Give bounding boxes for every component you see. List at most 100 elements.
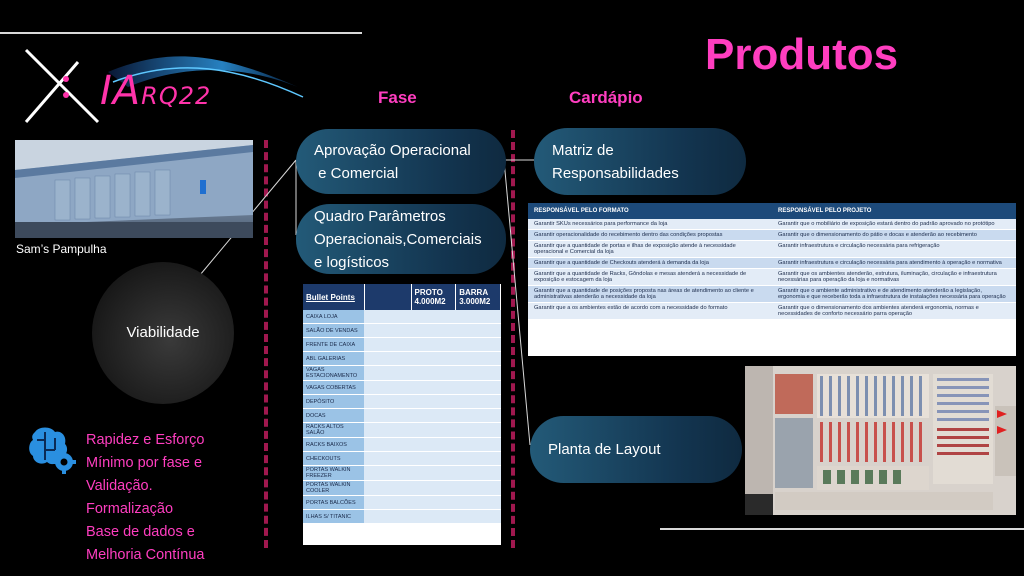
table-row: CHECKOUTS xyxy=(303,451,501,466)
format-responsibility-cell: Garantir operacionalidade do recebimento… xyxy=(528,229,772,241)
project-responsibility-cell: Garantir infraestrutura e circulação nec… xyxy=(772,240,1016,258)
param-value-cell xyxy=(411,323,456,338)
benefits-line: Formalização xyxy=(86,501,174,517)
table-header: RESPONSÁVEL PELO FORMATO xyxy=(528,203,772,219)
table-row: ILHAS S/ TITANIC xyxy=(303,509,501,524)
param-value-cell xyxy=(411,465,456,481)
param-value-cell xyxy=(411,337,456,352)
param-value-cell xyxy=(364,323,411,338)
viabilidade-circle[interactable]: Viabilidade xyxy=(92,262,234,404)
param-label-cell: FRENTE DE CAIXA xyxy=(303,337,364,352)
param-value-cell xyxy=(411,394,456,409)
param-value-cell xyxy=(455,451,501,466)
benefits-line: Melhoria Contínua xyxy=(86,547,205,563)
bottom-divider-line xyxy=(660,528,1024,530)
pill-line: Operacionais,Comerciais xyxy=(314,231,482,248)
param-label-cell: VAGAS ESTACIONAMENTO xyxy=(303,365,364,381)
param-value-cell xyxy=(411,351,456,366)
brain-gear-icon xyxy=(29,427,76,474)
building-photo xyxy=(15,140,253,238)
table-row: VAGAS ESTACIONAMENTO xyxy=(303,365,501,381)
table-header: RESPONSÁVEL PELO PROJETO xyxy=(772,203,1016,219)
table-row: DEPÓSITO xyxy=(303,394,501,409)
slide-title: Produtos xyxy=(705,30,899,79)
table-row: Garantir que a quantidade de Racks, Gônd… xyxy=(528,268,1016,286)
pill-line: Planta de Layout xyxy=(548,441,661,458)
format-responsibility-cell: Garantir que a quantidade de portas e il… xyxy=(528,240,772,258)
table-row: RACKS BAIXOS xyxy=(303,437,501,452)
pill-matriz-responsabilidades[interactable]: Matriz de Responsabilidades xyxy=(534,128,746,195)
param-label-cell: CHECKOUTS xyxy=(303,451,364,466)
pill-planta-layout[interactable]: Planta de Layout xyxy=(530,416,742,483)
table-row: Garantir que a os ambientes estão de aco… xyxy=(528,302,1016,320)
table-row: Garantir SKUs necessários para performan… xyxy=(528,219,1016,230)
table-row: Garantir operacionalidade do recebimento… xyxy=(528,229,1016,241)
pill-line: e logísticos xyxy=(314,254,390,271)
parameters-table: Bullet Points PROTO 4.000M2 BARRA 3.000M… xyxy=(303,284,501,545)
benefits-line: Validação. xyxy=(86,478,153,494)
table-row: PORTAS WALKIN FREEZER xyxy=(303,465,501,481)
format-responsibility-cell: Garantir que a quantidade de posições pr… xyxy=(528,285,772,303)
middle-dashed-separator xyxy=(511,130,515,548)
table-row: PORTAS WALKIN COOLER xyxy=(303,480,501,496)
logo-suffix: RQ22 xyxy=(141,82,212,110)
cardapio-heading: Cardápio xyxy=(569,88,643,107)
project-responsibility-cell: Garantir infraestrutura e circulação nec… xyxy=(772,257,1016,269)
param-value-cell xyxy=(455,337,501,352)
format-responsibility-cell: Garantir que a quantidade de Checkouts a… xyxy=(528,257,772,269)
param-value-cell xyxy=(411,437,456,452)
table-row: SALÃO DE VENDAS xyxy=(303,323,501,338)
param-value-cell xyxy=(411,495,456,510)
param-value-cell xyxy=(364,465,411,481)
project-responsibility-cell: Garantir que o ambiente administrativo e… xyxy=(772,285,1016,303)
param-label-cell: VAGAS COBERTAS xyxy=(303,380,364,395)
param-value-cell xyxy=(364,394,411,409)
benefits-line: Mínimo por fase e xyxy=(86,455,203,471)
project-responsibility-cell: Garantir que os ambientes atenderão, est… xyxy=(772,268,1016,286)
param-value-cell xyxy=(364,509,411,524)
left-dashed-separator xyxy=(264,140,268,548)
param-value-cell xyxy=(411,365,456,381)
param-value-cell xyxy=(455,437,501,452)
pill-aprovacao-operacional[interactable]: Aprovação Operacional e Comercial xyxy=(296,129,506,194)
param-label-cell: PORTAS WALKIN COOLER xyxy=(303,480,364,496)
table-row: VAGAS COBERTAS xyxy=(303,380,501,395)
param-value-cell xyxy=(364,337,411,352)
param-value-cell xyxy=(455,380,501,395)
param-value-cell xyxy=(455,480,501,496)
param-value-cell xyxy=(455,509,501,524)
benefits-line: Base de dados e xyxy=(86,524,195,540)
pill-line: Quadro Parâmetros xyxy=(314,208,446,225)
table-header: PROTO 4.000M2 xyxy=(411,284,457,310)
format-responsibility-cell: Garantir SKUs necessários para performan… xyxy=(528,219,772,230)
param-value-cell xyxy=(364,495,411,510)
param-label-cell: CAIXA LOJA xyxy=(303,310,364,324)
logo-wordmark: IARQ22 xyxy=(100,68,211,114)
viabilidade-label: Viabilidade xyxy=(126,324,200,341)
param-label-cell: PORTAS WALKIN FREEZER xyxy=(303,465,364,481)
param-value-cell xyxy=(455,323,501,338)
format-responsibility-cell: Garantir que a quantidade de Racks, Gônd… xyxy=(528,268,772,286)
param-value-cell xyxy=(411,310,456,324)
param-value-cell xyxy=(455,351,501,366)
param-label-cell: DEPÓSITO xyxy=(303,394,364,409)
param-value-cell xyxy=(411,451,456,466)
pill-line: Responsabilidades xyxy=(552,165,679,182)
project-responsibility-cell: Garantir que o mobiliário de exposição e… xyxy=(772,219,1016,230)
header-cell: Bullet Points xyxy=(306,292,355,302)
table-row: FRENTE DE CAIXA xyxy=(303,337,501,352)
table-row: ABL GALERIAS xyxy=(303,351,501,366)
param-value-cell xyxy=(455,465,501,481)
table-row: RACKS ALTOS SALÃO xyxy=(303,422,501,438)
format-responsibility-cell: Garantir que a os ambientes estão de aco… xyxy=(528,302,772,320)
table-header xyxy=(364,284,412,310)
pill-quadro-parametros[interactable]: Quadro Parâmetros Operacionais,Comerciai… xyxy=(296,204,506,274)
param-value-cell xyxy=(455,408,501,423)
table-row: Garantir que a quantidade de Checkouts a… xyxy=(528,257,1016,269)
param-value-cell xyxy=(411,380,456,395)
param-label-cell: ILHAS S/ TITANIC xyxy=(303,509,364,524)
param-label-cell: DOCAS xyxy=(303,408,364,423)
param-value-cell xyxy=(411,408,456,423)
pill-line: e Comercial xyxy=(314,165,399,182)
